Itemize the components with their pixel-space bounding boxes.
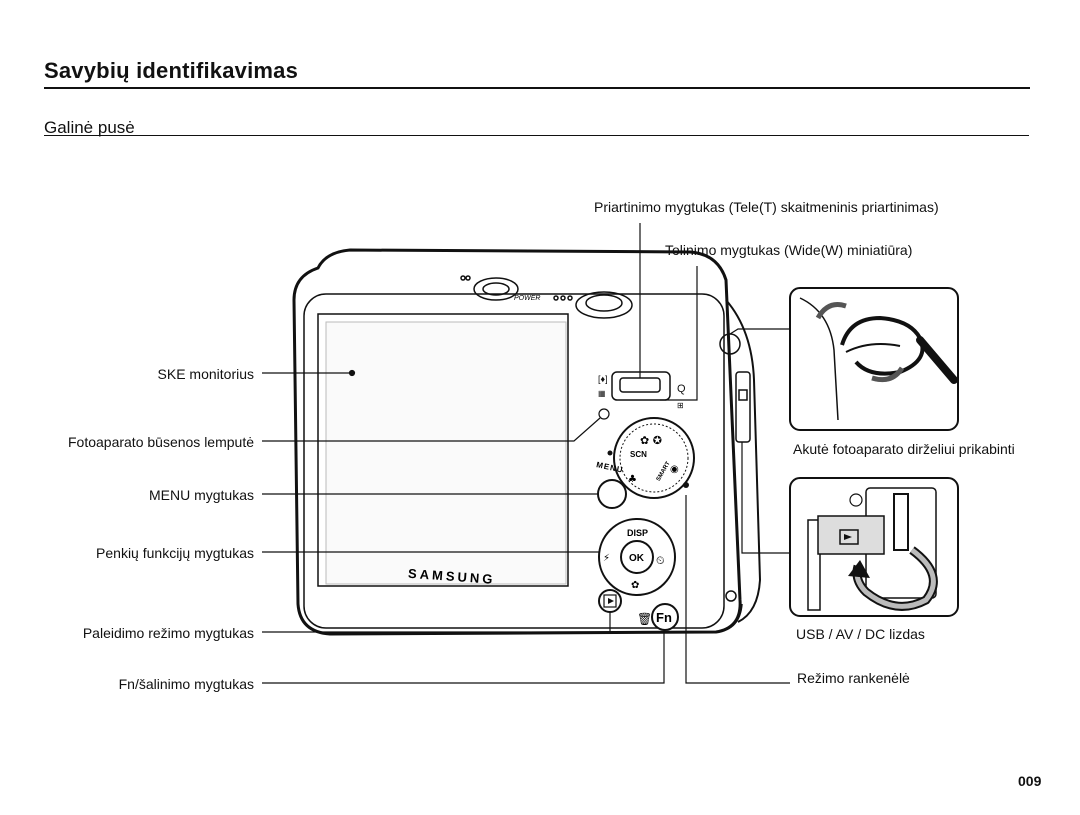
top-controls <box>460 275 633 319</box>
fn-button[interactable]: Fn <box>651 603 679 631</box>
callout-five-function: Penkių funkcijų mygtukas <box>96 545 254 561</box>
callout-zoom-tele: Priartinimo mygtukas (Tele(T) skaitmenin… <box>594 199 939 215</box>
svg-text:✿ ✪: ✿ ✪ <box>640 434 662 447</box>
callout-playback: Paleidimo režimo mygtukas <box>82 625 254 641</box>
svg-text:◉: ◉ <box>670 464 679 475</box>
callout-fn-delete: Fn/šalinimo mygtukas <box>118 676 254 692</box>
page-number: 009 <box>1018 773 1042 789</box>
svg-text:▦: ▦ <box>598 389 606 398</box>
callout-strap-eyelet: Akutė fotoaparato dirželiui prikabinti <box>793 441 1015 457</box>
callout-menu-button: MENU mygtukas <box>148 487 254 503</box>
disp-label: DISP <box>627 528 648 538</box>
svg-text:[♦]: [♦] <box>598 374 608 384</box>
callout-usb-port: USB / AV / DC lizdas <box>796 626 925 642</box>
lcd-screen <box>317 313 569 587</box>
page-title: Savybių identifikavimas <box>44 58 299 83</box>
status-lamp <box>598 408 610 420</box>
fn-label: Fn <box>656 610 672 625</box>
menu-button[interactable] <box>597 479 627 509</box>
brand-logo: SAMSUNG <box>408 566 496 587</box>
svg-text:Q: Q <box>677 383 686 395</box>
callout-status-lamp: Fotoaparato būsenos lemputė <box>67 434 254 450</box>
usb-port-inset <box>789 477 959 617</box>
section-subtitle: Galinė pusė <box>44 118 135 137</box>
ok-label: OK <box>629 553 645 564</box>
zoom-switch: [♦] ▦ Q ⊞ <box>598 371 686 410</box>
svg-text:♣: ♣ <box>628 474 637 485</box>
leader-lines <box>262 223 790 684</box>
trash-icon: 🗑 <box>637 612 652 626</box>
svg-text:✿: ✿ <box>631 580 639 591</box>
camera-body <box>292 248 762 636</box>
strap-eyelet-inset <box>789 287 959 431</box>
svg-text:⏲: ⏲ <box>656 554 665 567</box>
svg-text:⚡: ⚡ <box>603 553 610 564</box>
five-function-button[interactable]: DISP OK ⏲ ✿ ⚡ <box>598 518 676 596</box>
svg-text:⊞: ⊞ <box>677 401 684 410</box>
power-label: POWER <box>514 295 540 302</box>
mode-dial[interactable]: SCN SMART ✿ ✪ ◉ <box>607 417 695 499</box>
callout-mode-dial: Režimo rankenėlė <box>797 670 910 686</box>
callout-lcd: SKE monitorius <box>157 366 254 382</box>
title-rule <box>44 87 1030 89</box>
callout-zoom-wide: Tolinimo mygtukas (Wide(W) miniatiūra) <box>665 242 913 258</box>
dial-scn-label: SCN <box>630 450 647 459</box>
subtitle-rule <box>44 135 1029 136</box>
playback-button[interactable] <box>598 589 622 613</box>
